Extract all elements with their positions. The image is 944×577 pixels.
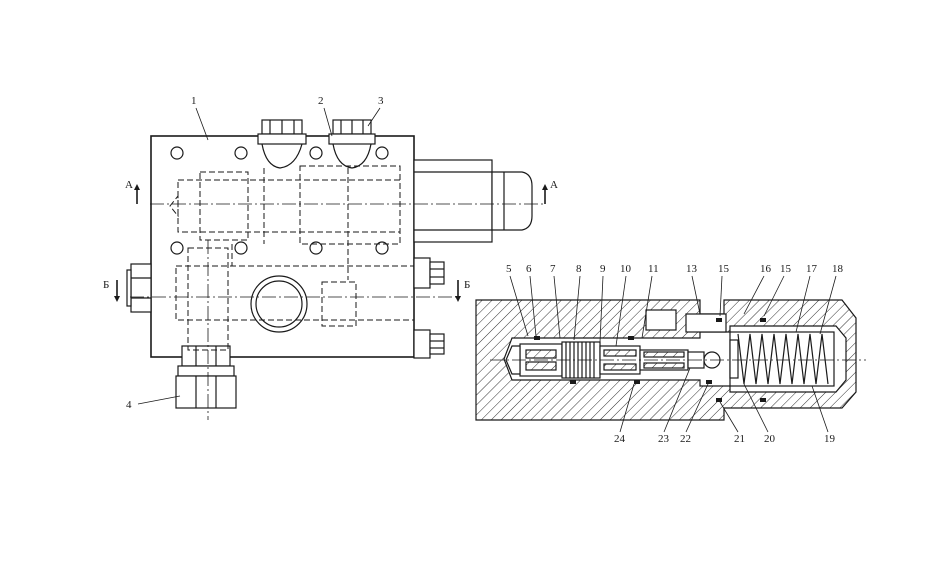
main-port xyxy=(250,275,308,333)
callout-1: 1 xyxy=(191,95,197,107)
callout-10: 10 xyxy=(620,263,632,275)
section-mark-b-left xyxy=(114,280,120,302)
callouts-top: 5 6 7 8 9 10 11 13 15 16 15 17 18 xyxy=(506,263,844,347)
top-fitting-right xyxy=(328,119,376,169)
callout-22: 22 xyxy=(680,433,691,445)
callout-15b: 15 xyxy=(780,263,792,275)
callout-16: 16 xyxy=(760,263,772,275)
side-plug xyxy=(126,263,152,313)
section-label-a-left: А xyxy=(125,179,133,191)
valve-cap xyxy=(413,159,533,243)
callout-8: 8 xyxy=(576,263,582,275)
section-label-a-right: А xyxy=(550,179,558,191)
callout-21: 21 xyxy=(734,433,745,445)
callout-19: 19 xyxy=(824,433,836,445)
callout-11: 11 xyxy=(648,263,659,275)
section-label-b-left: Б xyxy=(103,279,109,291)
callout-3: 3 xyxy=(378,95,384,107)
callout-23: 23 xyxy=(658,433,670,445)
callout-6: 6 xyxy=(526,263,532,275)
valve-cross-section: 5 6 7 8 9 10 11 13 15 16 15 17 18 xyxy=(475,263,866,445)
seals xyxy=(534,318,766,402)
section-label-b-right: Б xyxy=(464,279,470,291)
callout-17: 17 xyxy=(806,263,818,275)
side-nuts xyxy=(413,257,445,359)
callout-24: 24 xyxy=(614,433,626,445)
section-mark-a-left xyxy=(134,184,140,204)
callout-7: 7 xyxy=(550,263,556,275)
internal-passages xyxy=(169,165,415,351)
callout-15a: 15 xyxy=(718,263,730,275)
valve-block-view: А А Б Б 1 2 3 4 xyxy=(103,95,558,420)
callout-9: 9 xyxy=(600,263,606,275)
callout-18: 18 xyxy=(832,263,844,275)
section-mark-a-right xyxy=(542,184,548,204)
callout-13: 13 xyxy=(686,263,698,275)
section-mark-b-right xyxy=(455,280,461,302)
mounting-holes xyxy=(170,146,389,255)
callout-20: 20 xyxy=(764,433,776,445)
bottom-fitting xyxy=(175,345,237,409)
spring xyxy=(729,331,835,387)
top-fitting-left xyxy=(257,119,307,169)
callout-4: 4 xyxy=(126,399,132,411)
callout-2: 2 xyxy=(318,95,324,107)
callouts-bottom: 24 23 22 21 20 19 xyxy=(614,367,836,445)
callout-5: 5 xyxy=(506,263,512,275)
valve-body xyxy=(150,135,415,358)
